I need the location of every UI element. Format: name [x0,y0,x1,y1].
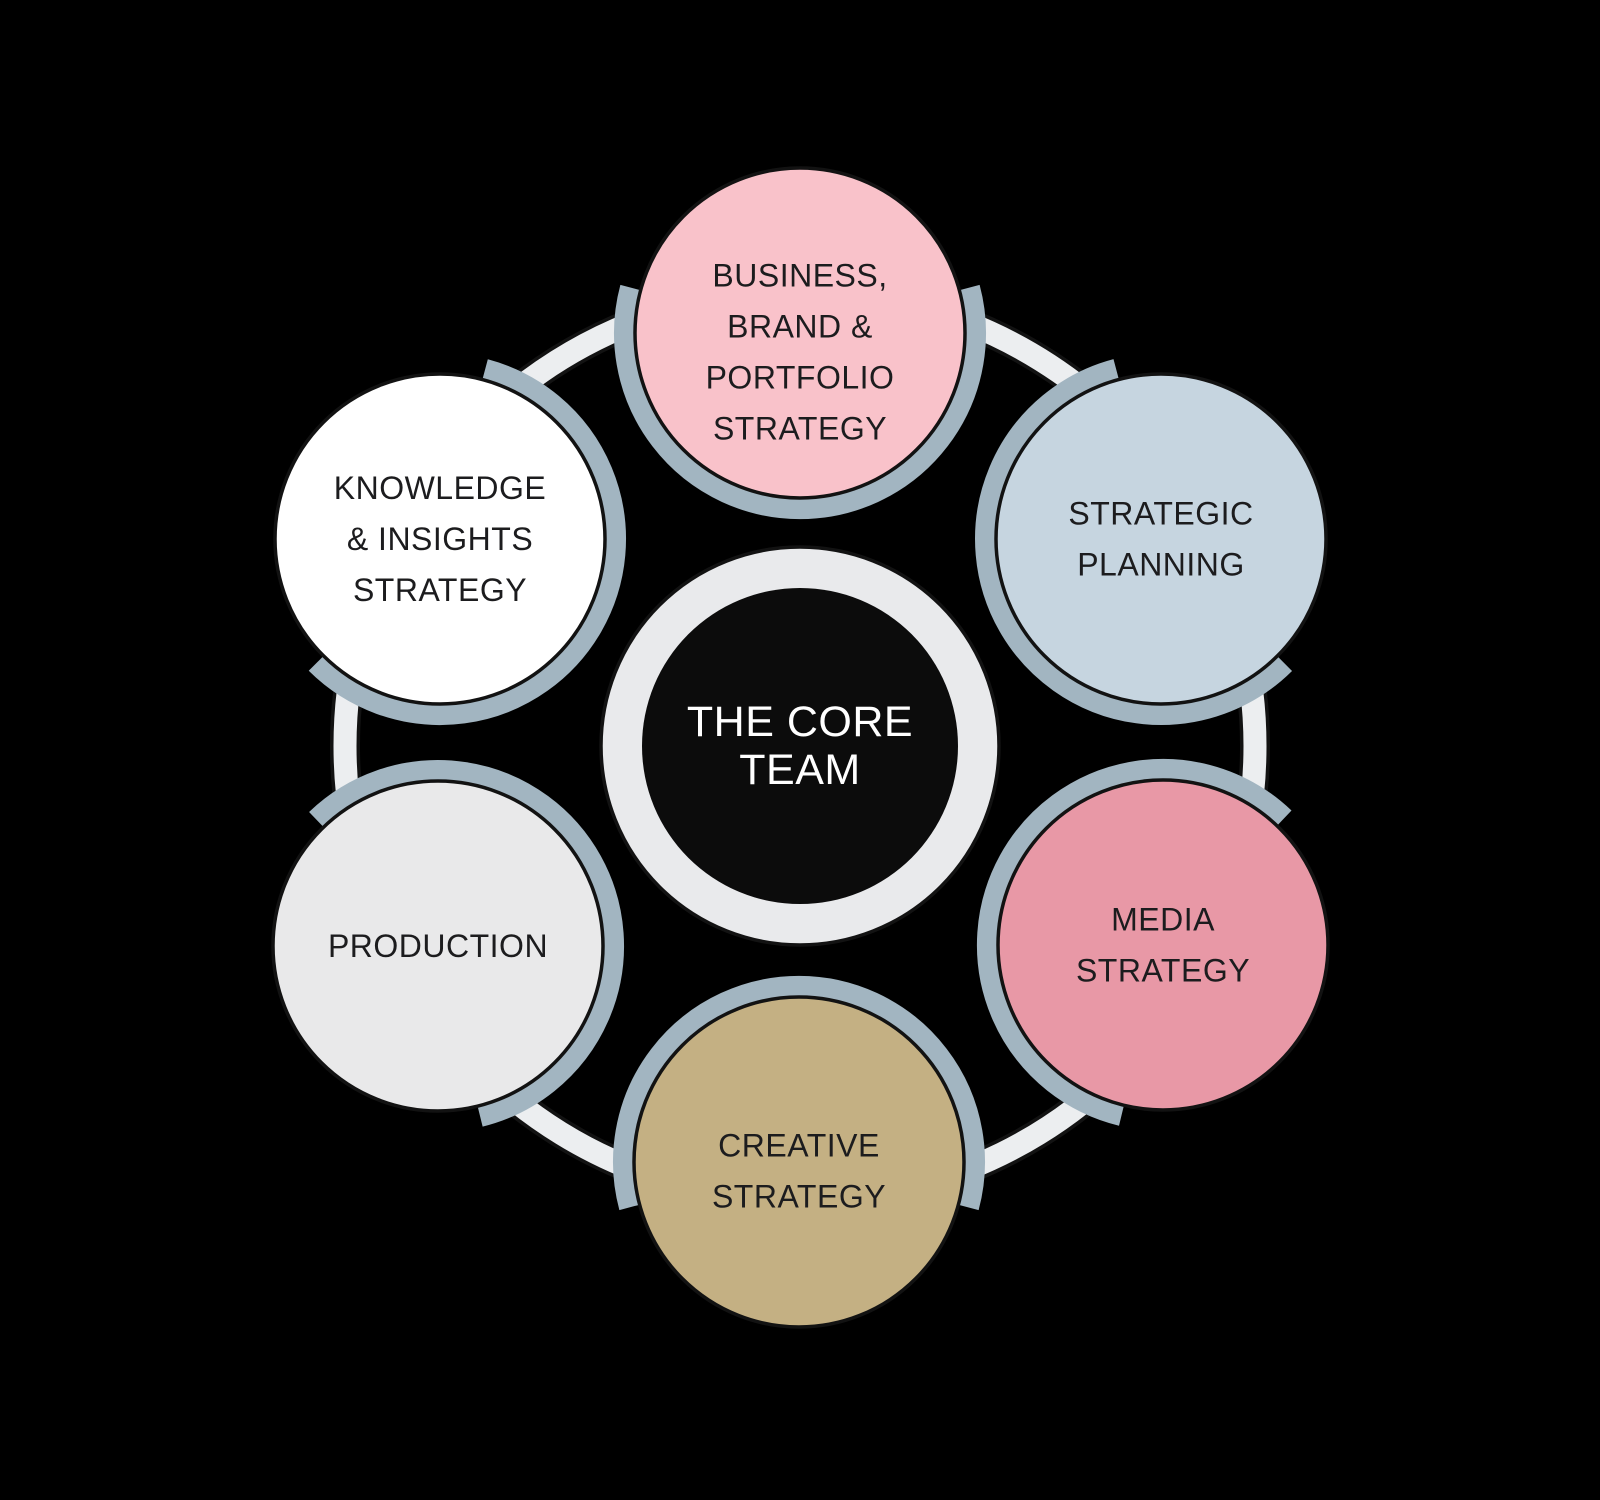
label-line: PORTFOLIO [706,360,895,396]
label-strategic-planning: STRATEGIC PLANNING [1068,496,1253,583]
node-circle-creative-strategy [632,995,966,1329]
label-line: THE CORE [687,698,913,746]
node-circle-production [271,779,605,1113]
node-circle-knowledge-insights-strategy [273,372,607,706]
label-line: KNOWLEDGE [334,470,547,506]
label-line: STRATEGY [353,572,527,608]
label-line: CREATIVE [718,1128,880,1164]
node-circle-business-brand-portfolio-strategy [633,166,967,500]
label-line: STRATEGY [712,1179,886,1215]
label-line: PLANNING [1077,547,1245,583]
label-line: BUSINESS, [712,258,887,294]
shadow-strategic-planning [975,359,1293,725]
label-business-brand-portfolio-strategy: BUSINESS, BRAND & PORTFOLIO STRATEGY [706,258,895,447]
node-circle-strategic-planning [994,372,1328,706]
label-line: TEAM [739,746,860,794]
label-line: BRAND & [727,309,873,345]
shadow-media-strategy [976,758,1292,1126]
shadow-production [309,760,624,1127]
shadow-creative-strategy [613,975,985,1211]
label-line: STRATEGY [713,411,887,447]
node-labels: BUSINESS, BRAND & PORTFOLIO STRATEGY STR… [328,258,1253,1215]
label-line: & INSIGHTS [347,521,533,557]
center-hub: THE CORE TEAM [599,545,1001,947]
label-line: STRATEGY [1076,953,1250,989]
label-knowledge-insights-strategy: KNOWLEDGE & INSIGHTS STRATEGY [334,470,547,608]
node-circles [271,166,1330,1329]
shadow-business-brand-portfolio-strategy [614,284,986,520]
label-line: MEDIA [1111,902,1215,938]
center-hub-circle [642,588,958,904]
label-creative-strategy: CREATIVE STRATEGY [712,1128,886,1215]
shadow-knowledge-insights-strategy [308,359,626,725]
node-shadows [308,284,1293,1211]
label-media-strategy: MEDIA STRATEGY [1076,902,1250,989]
label-line: STRATEGIC [1068,496,1253,532]
label-line: PRODUCTION [328,928,548,964]
label-the-core-team: THE CORE TEAM [687,698,913,794]
node-circle-media-strategy [996,778,1330,1112]
label-production: PRODUCTION [328,928,548,964]
